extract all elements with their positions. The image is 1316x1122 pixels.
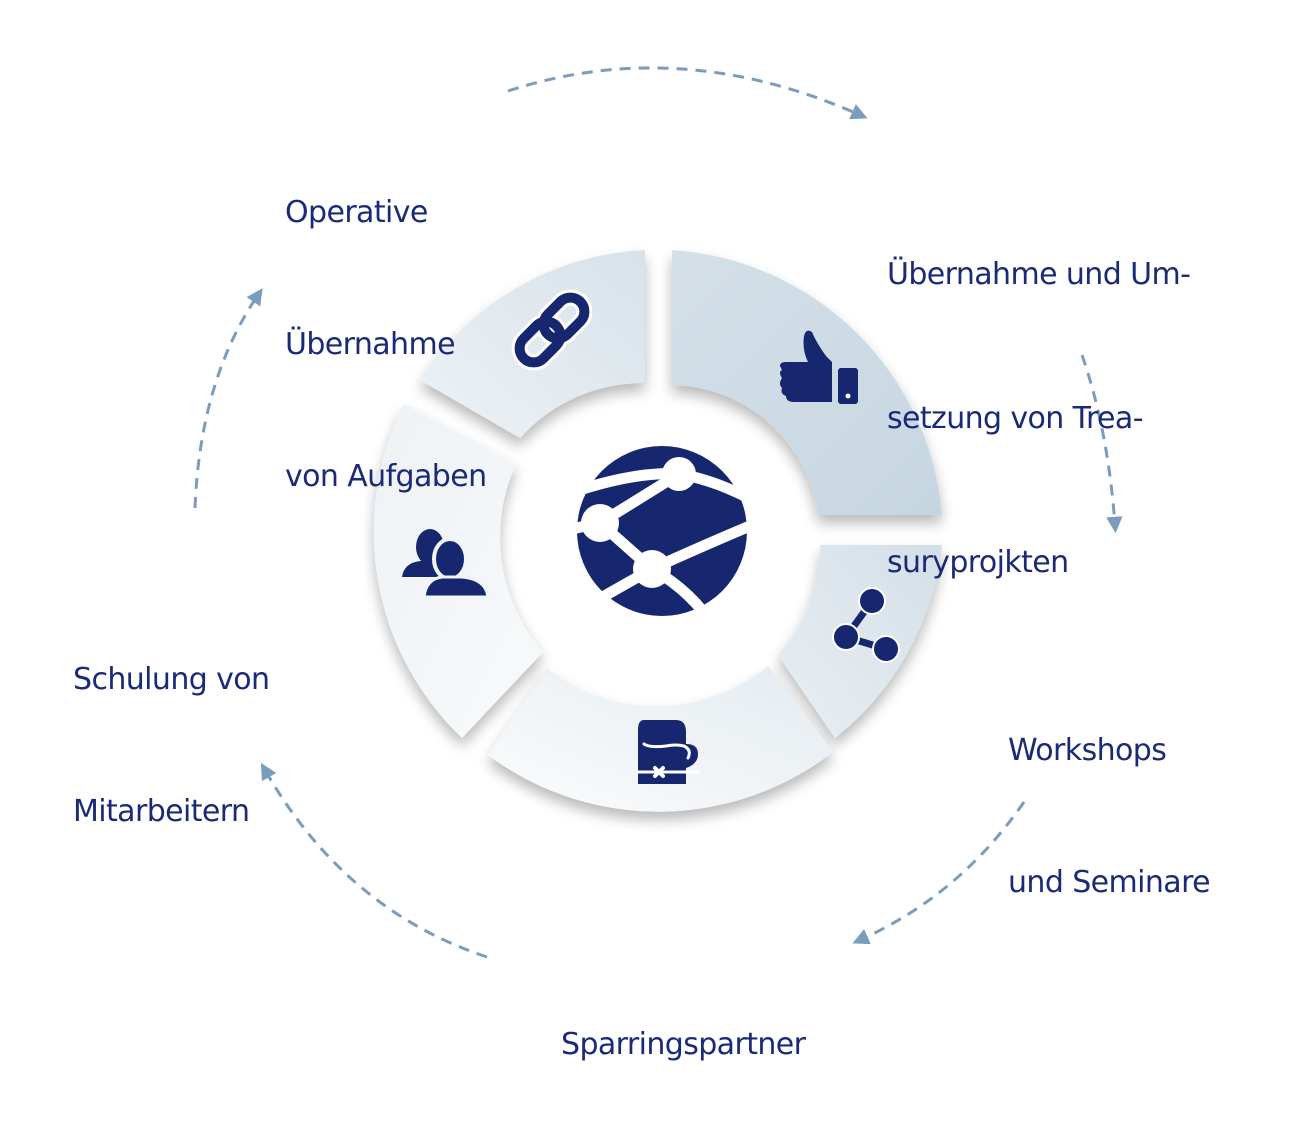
label-workshops: Workshops und Seminare bbox=[1008, 733, 1211, 900]
users-icon bbox=[402, 529, 490, 599]
arrow-bottom-right bbox=[852, 801, 1026, 945]
cycle-arrows bbox=[193, 66, 1123, 959]
arrow-left bbox=[193, 288, 263, 509]
globe-network-icon bbox=[556, 446, 778, 637]
share-icon bbox=[832, 587, 900, 663]
label-operative: Operative Übernahme von Aufgaben bbox=[285, 195, 487, 494]
arrow-right bbox=[1080, 354, 1123, 534]
boxing-glove-icon bbox=[636, 720, 700, 784]
thumbs-up-icon bbox=[780, 330, 858, 404]
arrow-bottom-left bbox=[260, 762, 488, 959]
link-icon bbox=[511, 289, 593, 371]
arrow-top bbox=[507, 66, 868, 120]
label-projects: Übernahme und Um- setzung von Trea- sury… bbox=[887, 257, 1191, 580]
segment-operative[interactable] bbox=[420, 250, 645, 438]
label-sparring: Sparringspartner bbox=[561, 1027, 806, 1062]
label-training: Schulung von Mitarbeitern bbox=[73, 662, 270, 829]
